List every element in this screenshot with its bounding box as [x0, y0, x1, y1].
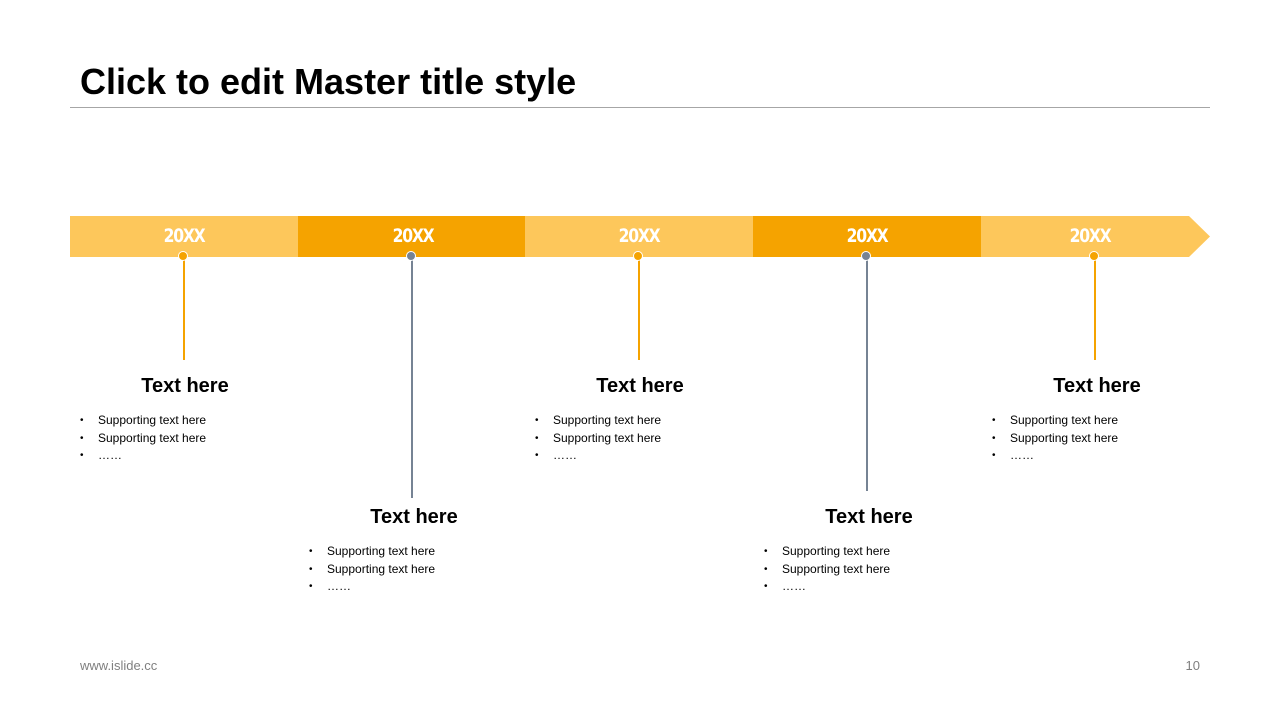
timeline-segment-4 — [753, 216, 982, 257]
timeline-segment-3 — [525, 216, 754, 257]
milestone-card-4: Text here Supporting text here Supportin… — [764, 505, 984, 596]
connector-dot-2 — [406, 251, 416, 261]
connector-dot-1 — [178, 251, 188, 261]
milestone-bullet: Supporting text here — [80, 412, 300, 430]
connector-dot-4 — [861, 251, 871, 261]
timeline-segment-1 — [70, 216, 299, 257]
milestone-bullet: …… — [80, 447, 300, 465]
title-divider — [70, 107, 1210, 108]
milestone-bullet: …… — [309, 578, 529, 596]
footer-url: www.islide.cc — [80, 658, 158, 673]
year-label-1: 20XX — [163, 225, 206, 247]
milestone-bullet-list: Supporting text here Supporting text her… — [535, 412, 755, 465]
milestone-bullet: Supporting text here — [764, 561, 984, 579]
milestone-bullet-list: Supporting text here Supporting text her… — [309, 543, 529, 596]
connector-dot-5 — [1089, 251, 1099, 261]
milestone-bullet: …… — [535, 447, 755, 465]
year-label-4: 20XX — [846, 225, 889, 247]
timeline-segment-5-arrow — [981, 216, 1210, 257]
connector-line-3 — [638, 257, 640, 360]
timeline-segment-2 — [298, 216, 526, 257]
page-number: 10 — [1185, 658, 1200, 673]
milestone-bullet: …… — [764, 578, 984, 596]
milestone-heading: Text here — [1053, 375, 1141, 397]
milestone-card-1: Text here Supporting text here Supportin… — [80, 374, 300, 465]
milestone-card-2: Text here Supporting text here Supportin… — [309, 505, 529, 596]
milestone-heading: Text here — [141, 375, 229, 397]
milestone-bullet: Supporting text here — [992, 412, 1212, 430]
connector-line-2 — [411, 257, 413, 498]
milestone-bullet-list: Supporting text here Supporting text her… — [992, 412, 1212, 465]
year-label-5: 20XX — [1069, 225, 1112, 247]
milestone-bullet: Supporting text here — [309, 561, 529, 579]
milestone-bullet: Supporting text here — [309, 543, 529, 561]
milestone-bullet: Supporting text here — [764, 543, 984, 561]
milestone-bullet-list: Supporting text here Supporting text her… — [80, 412, 300, 465]
milestone-heading: Text here — [825, 506, 913, 528]
milestone-bullet: Supporting text here — [992, 430, 1212, 448]
milestone-heading: Text here — [370, 506, 458, 528]
year-label-3: 20XX — [618, 225, 661, 247]
milestone-bullet: Supporting text here — [80, 430, 300, 448]
milestone-bullet: …… — [992, 447, 1212, 465]
milestone-bullet-list: Supporting text here Supporting text her… — [764, 543, 984, 596]
connector-line-5 — [1094, 257, 1096, 360]
connector-line-1 — [183, 257, 185, 360]
milestone-heading: Text here — [596, 375, 684, 397]
milestone-card-5: Text here Supporting text here Supportin… — [992, 374, 1212, 465]
timeline-arrow-bar — [70, 216, 1210, 257]
slide-title: Click to edit Master title style — [80, 61, 577, 102]
connector-line-4 — [866, 257, 868, 491]
connector-dot-3 — [633, 251, 643, 261]
milestone-card-3: Text here Supporting text here Supportin… — [535, 374, 755, 465]
milestone-bullet: Supporting text here — [535, 412, 755, 430]
milestone-bullet: Supporting text here — [535, 430, 755, 448]
year-label-2: 20XX — [392, 225, 435, 247]
